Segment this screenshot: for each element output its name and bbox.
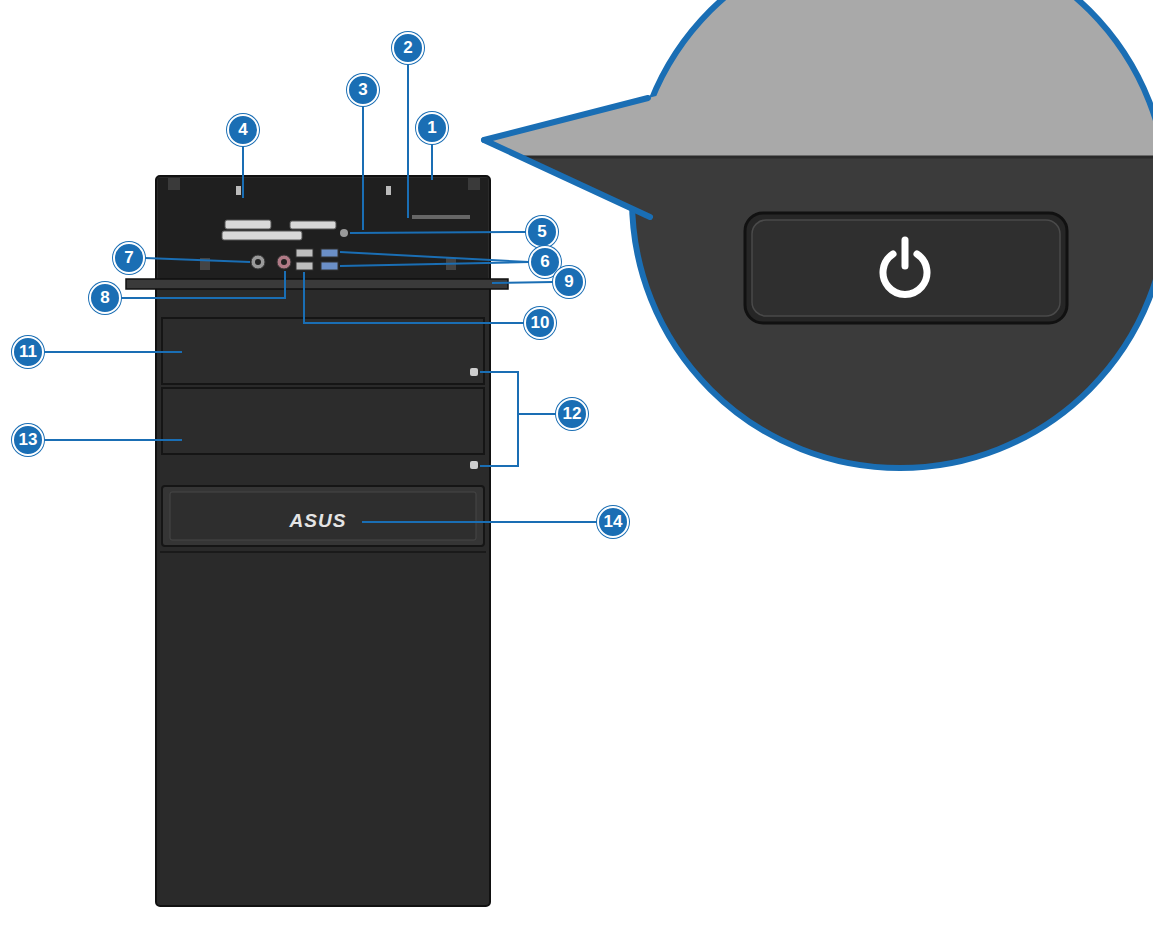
callout-number: 13 (12, 424, 44, 456)
callout-number: 7 (113, 242, 145, 274)
callout-number: 5 (526, 216, 558, 248)
computer-tower (126, 176, 508, 906)
callout-number: 8 (89, 282, 121, 314)
callout-number: 14 (597, 506, 629, 538)
brand-logo: ASUS (290, 510, 347, 532)
power-button (745, 213, 1067, 323)
power-symbol (883, 240, 927, 294)
callout-number: 4 (227, 114, 259, 146)
magnifier-wedge (480, 80, 670, 237)
callout-number: 3 (347, 74, 379, 106)
callout-number: 1 (416, 112, 448, 144)
callout-number: 11 (12, 336, 44, 368)
callout-number: 9 (553, 266, 585, 298)
callout-number: 10 (524, 307, 556, 339)
callout-number: 12 (556, 398, 588, 430)
leader-lines (44, 64, 597, 522)
magnified-view (600, 0, 1153, 477)
magnifier-ring (632, 0, 1153, 468)
callout-number: 2 (392, 32, 424, 64)
